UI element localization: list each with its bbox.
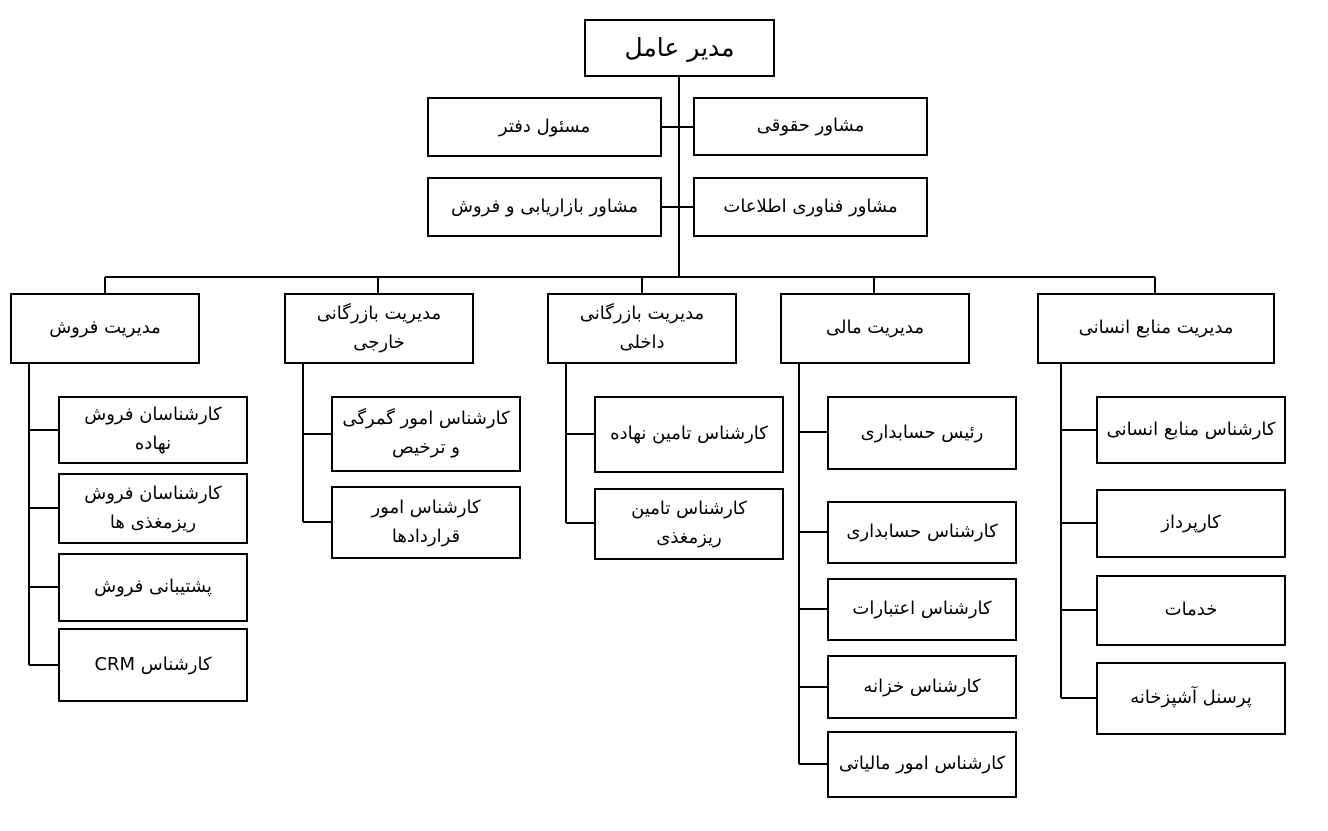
node-dept-finance: مدیریت مالی bbox=[780, 293, 970, 364]
node-marketing-advisor: مشاور بازاریابی و فروش bbox=[427, 177, 662, 237]
node-dept-sales: مدیریت فروش bbox=[10, 293, 200, 364]
node-dept-hr: مدیریت منابع انسانی bbox=[1037, 293, 1275, 364]
node-hr-staff: خدمات bbox=[1096, 575, 1286, 646]
node-finance-staff: کارشناس حسابداری bbox=[827, 501, 1017, 564]
node-foreign-staff: کارشناس امور قراردادها bbox=[331, 486, 521, 559]
node-dept-foreign-trade: مدیریت بازرگانی خارجی bbox=[284, 293, 474, 364]
node-ceo: مدیر عامل bbox=[584, 19, 775, 77]
node-hr-staff: کارشناس منابع انسانی bbox=[1096, 396, 1286, 464]
node-foreign-staff: کارشناس امور گمرگی و ترخیص bbox=[331, 396, 521, 472]
node-finance-staff: کارشناس اعتبارات bbox=[827, 578, 1017, 641]
node-finance-staff: کارشناس امور مالیاتی bbox=[827, 731, 1017, 798]
node-it-advisor: مشاور فناوری اطلاعات bbox=[693, 177, 928, 237]
node-domestic-staff: کارشناس تامین ریزمغذی bbox=[594, 488, 784, 560]
node-sales-staff: پشتیبانی فروش bbox=[58, 553, 248, 622]
node-sales-staff: کارشناسان فروش ریزمغذی ها bbox=[58, 473, 248, 544]
node-office-manager: مسئول دفتر bbox=[427, 97, 662, 157]
node-sales-staff: کارشناس CRM bbox=[58, 628, 248, 702]
node-hr-staff: پرسنل آشپزخانه bbox=[1096, 662, 1286, 735]
node-legal-advisor: مشاور حقوقی bbox=[693, 97, 928, 156]
node-sales-staff: کارشناسان فروش نهاده bbox=[58, 396, 248, 464]
node-dept-domestic-trade: مدیریت بازرگانی داخلی bbox=[547, 293, 737, 364]
node-hr-staff: کارپرداز bbox=[1096, 489, 1286, 558]
node-finance-staff: رئیس حسابداری bbox=[827, 396, 1017, 470]
node-domestic-staff: کارشناس تامین نهاده bbox=[594, 396, 784, 473]
node-finance-staff: کارشناس خزانه bbox=[827, 655, 1017, 719]
